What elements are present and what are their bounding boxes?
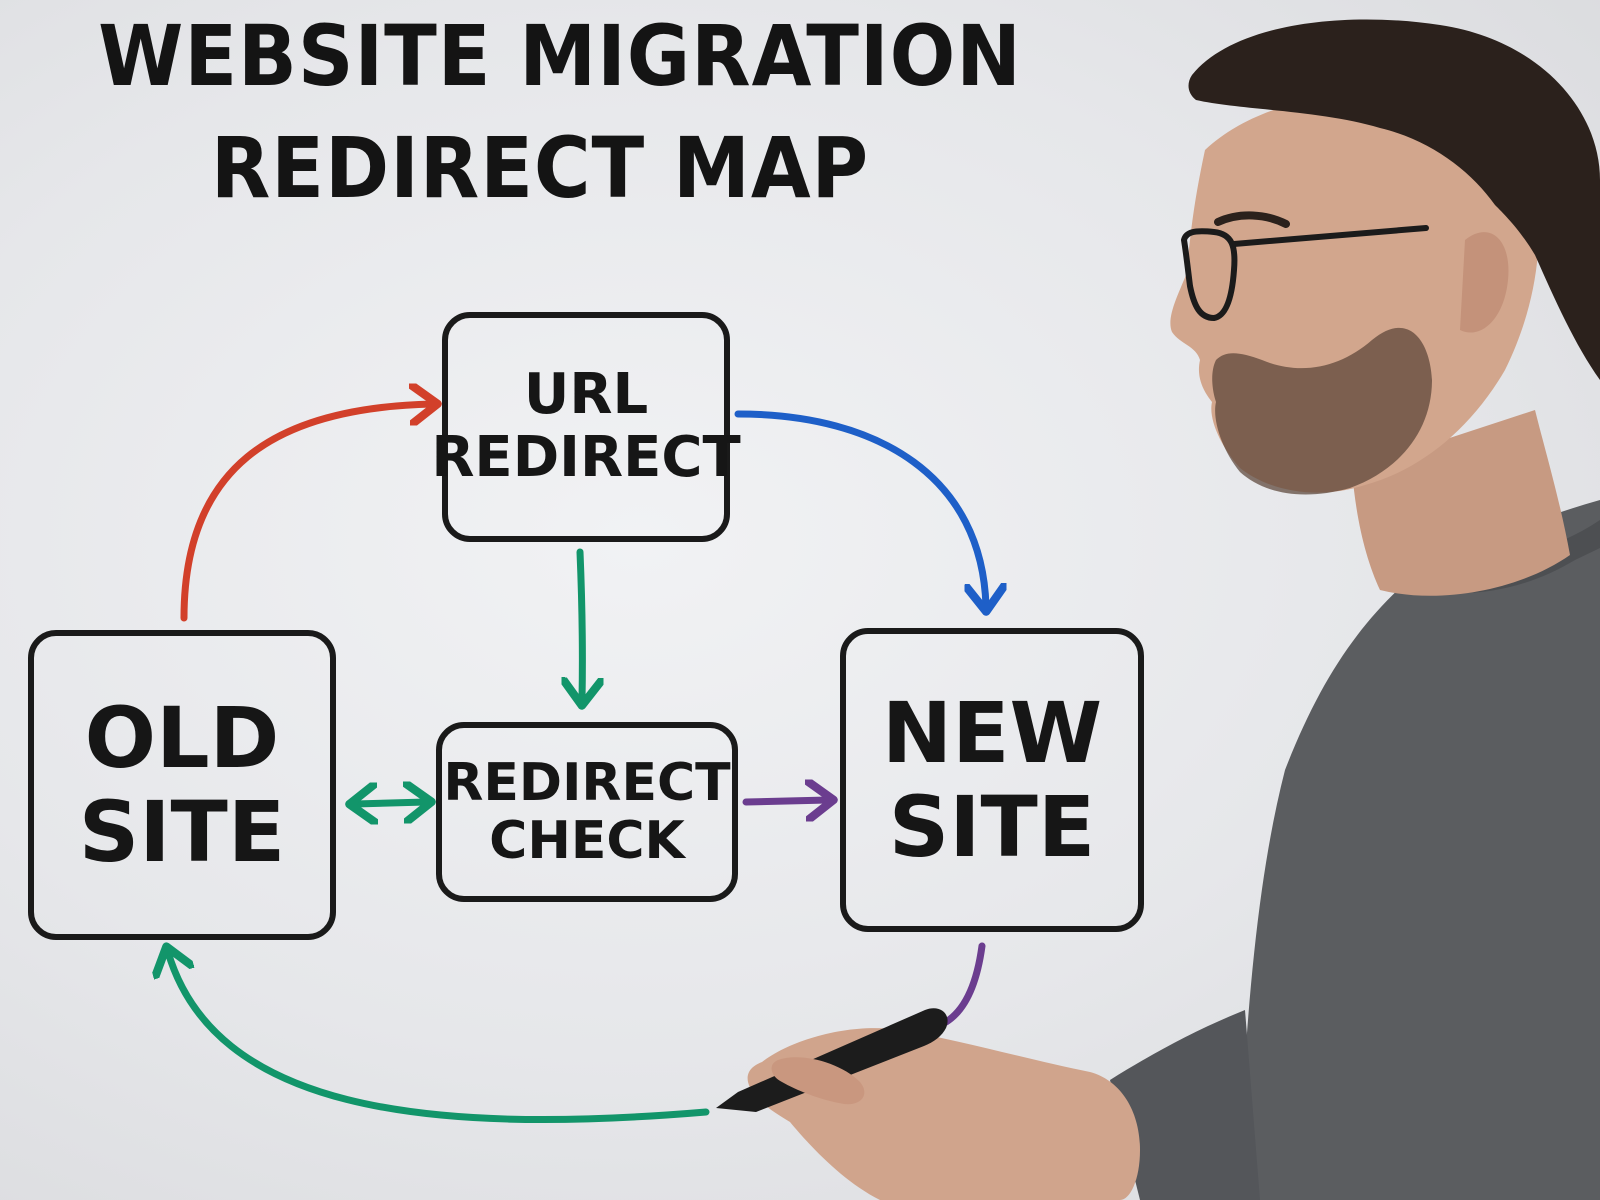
presenter-ear [1460,232,1509,333]
arrow-new-site-to-old-site [168,952,710,1124]
node-redirect-check-line-1: REDIRECT [443,752,731,813]
presenter-beard [1212,327,1432,495]
arrow-old-site-to-url-redirect [180,404,432,622]
node-new-site: NEW SITE [840,628,1144,932]
node-new-site-line-2: SITE [888,778,1096,876]
presenter-sweater [1236,500,1600,1200]
node-redirect-check: REDIRECT CHECK [436,722,738,902]
presenter-fingers [771,1057,865,1105]
node-redirect-check-line-2: CHECK [489,811,685,871]
node-new-site-line-1: NEW [881,683,1103,782]
arrow-url-redirect-to-redirect-check [580,548,582,700]
arrow-redirect-check-to-new-site [742,800,828,802]
marker-pen-icon [716,1008,948,1112]
arrow-redirect-check-old-site-bidirectional [355,802,426,804]
arrow-new-site-purple-tail [942,942,986,1026]
node-url-redirect: URL REDIRECT [431,312,741,542]
arrow-url-redirect-to-new-site [734,410,986,606]
node-url-redirect-line-1: URL [523,362,649,428]
presenter-hair [1188,19,1600,381]
node-old-site: OLD SITE [28,630,336,940]
diagram-title-line-2: REDIRECT MAP [210,119,870,217]
diagram-title-line-1: WEBSITE MIGRATION [98,7,1022,105]
node-old-site-line-2: SITE [78,783,286,881]
presenter-eyebrow [1214,211,1290,228]
node-old-site-line-1: OLD [84,688,280,787]
presenter-sleeve [1110,1010,1260,1200]
glasses-icon [1181,225,1429,321]
presenter-hand [747,1028,1140,1200]
node-url-redirect-line-2: REDIRECT [431,425,741,490]
